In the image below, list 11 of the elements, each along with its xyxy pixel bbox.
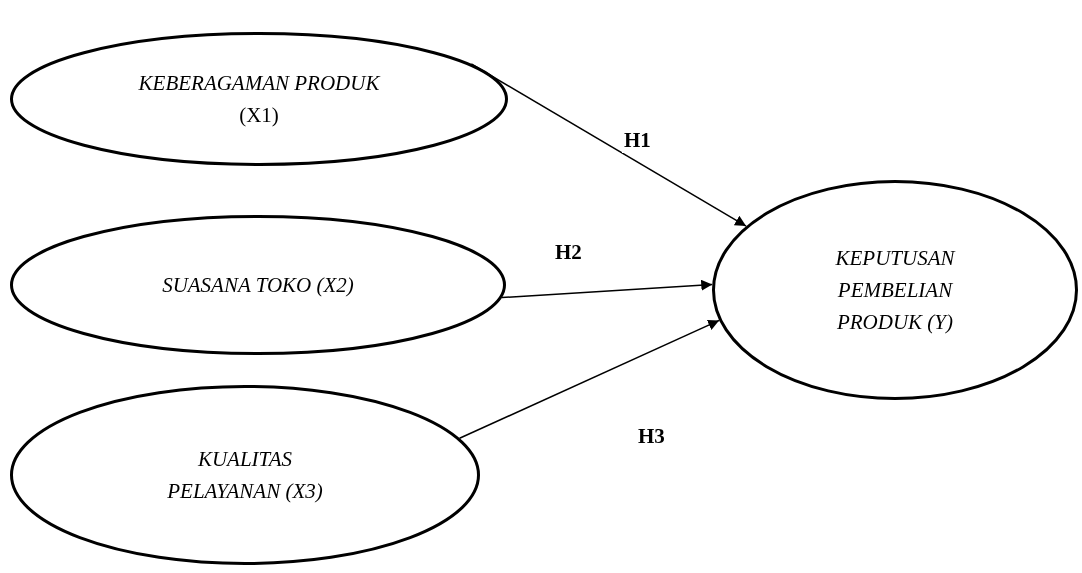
- ellipse-node: [10, 32, 508, 166]
- ellipse-node: [10, 215, 506, 355]
- node-label: KUALITAS PELAYANAN (X3): [166, 446, 324, 505]
- arrow: [501, 279, 713, 299]
- node-label: KEPUTUSAN PEMBELIAN PRODUK (Y): [834, 245, 957, 336]
- arrow: [470, 63, 747, 227]
- arrow: [458, 319, 720, 440]
- ellipse-node: [712, 180, 1078, 400]
- node-label: SUASANA TOKO (X2): [161, 272, 355, 299]
- ellipse-node: [10, 385, 480, 565]
- node-label: KEBERAGAMAN PRODUK (X1): [137, 70, 382, 129]
